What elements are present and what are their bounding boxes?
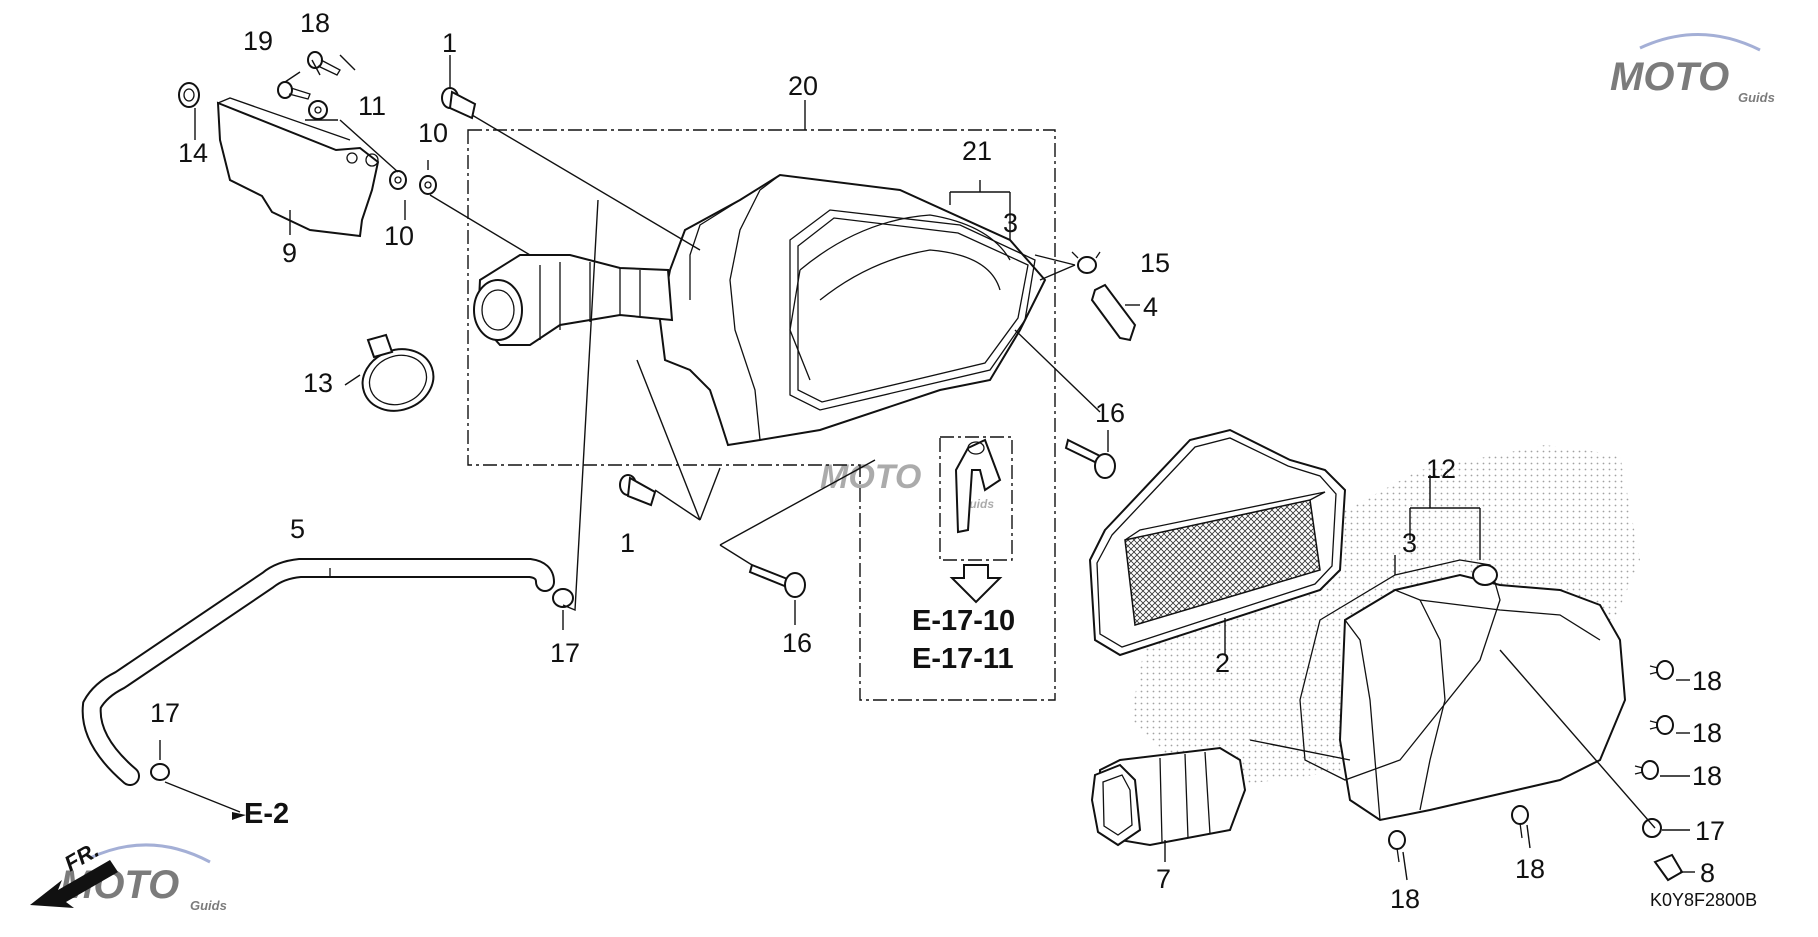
callout-17-right: 17	[1695, 816, 1725, 846]
callout-5: 5	[290, 514, 305, 544]
washer-part-10a	[389, 170, 407, 190]
screw-part-18-b	[1649, 715, 1674, 735]
intake-duct-part-7	[1090, 746, 1247, 847]
reference-e-17-10: E-17-10	[912, 605, 1015, 637]
clamp-part-17-left	[150, 763, 170, 781]
callout-3-upper: 3	[1003, 208, 1018, 238]
callout-18-c: 18	[1692, 761, 1722, 791]
callout-17-left: 17	[150, 698, 180, 728]
leader-lines	[159, 54, 1695, 881]
clamp-part-17-mid	[552, 588, 574, 608]
callout-18-top: 18	[300, 8, 330, 38]
callout-16-right: 16	[1095, 398, 1125, 428]
callout-12: 12	[1426, 454, 1456, 484]
callout-18-d: 18	[1515, 854, 1545, 884]
callout-4: 4	[1143, 292, 1158, 322]
watermark-top-right: MOTO Guids	[1610, 33, 1775, 105]
air-cleaner-cover-part-12	[1299, 559, 1627, 822]
callout-1-mid: 1	[620, 528, 635, 558]
svg-text:MOTO: MOTO	[1610, 55, 1729, 99]
air-cleaner-case-part-20	[658, 173, 1047, 447]
callout-9: 9	[282, 238, 297, 268]
callout-14: 14	[178, 138, 208, 168]
callout-18-b: 18	[1692, 718, 1722, 748]
diagram-code: K0Y8F2800B	[1650, 890, 1757, 910]
callout-7: 7	[1156, 864, 1171, 894]
grommet-part-14	[178, 82, 200, 108]
washer-part-10b	[419, 175, 437, 195]
callout-17-mid: 17	[550, 638, 580, 668]
clip-part-8	[1653, 853, 1684, 882]
screw-part-18-a	[1649, 660, 1674, 680]
callout-15: 15	[1140, 248, 1170, 278]
callout-8: 8	[1700, 858, 1715, 888]
reference-e-2: E-2	[244, 798, 289, 830]
washer-part-11	[308, 100, 328, 120]
pin-part-1-top	[441, 87, 477, 120]
callout-20: 20	[788, 71, 818, 101]
pin-part-1-mid	[619, 474, 657, 507]
callout-11: 11	[358, 91, 386, 121]
screw-part-18-d	[1511, 805, 1529, 839]
callout-18-a: 18	[1692, 666, 1722, 696]
svg-text:Guids: Guids	[1738, 90, 1775, 105]
bolt-part-19	[277, 81, 311, 100]
side-cover-part-9	[216, 101, 380, 238]
reference-arrow	[949, 564, 1003, 604]
clip-part-17-right	[1642, 818, 1662, 838]
callout-10-bottom: 10	[384, 221, 414, 251]
screw-part-18-c	[1634, 760, 1659, 780]
screw-part-18-top	[307, 51, 341, 76]
assembly-box-20	[467, 129, 1056, 701]
arrow-e-2	[232, 812, 246, 820]
svg-text:MOTO: MOTO	[820, 458, 921, 496]
callout-19: 19	[243, 26, 273, 56]
callout-1-top: 1	[442, 28, 457, 58]
clip-part-15	[1071, 251, 1101, 274]
clamp-part-13	[361, 333, 435, 412]
assembly-box-tube	[939, 436, 1013, 561]
reference-e-17-11: E-17-11	[912, 643, 1014, 675]
svg-text:Guids: Guids	[190, 898, 227, 913]
callouts: 1 1 2 3 3 4 5 7 8 9 10 10 11 12 13 14 15…	[150, 8, 1725, 914]
drain-tube	[954, 438, 1002, 534]
callout-10-top: 10	[418, 118, 448, 148]
bolt-part-16-right	[1064, 438, 1116, 479]
inlet-duct	[473, 254, 674, 346]
callout-16-mid: 16	[782, 628, 812, 658]
callout-3-lower: 3	[1402, 528, 1417, 558]
breather-hose-part-5	[81, 558, 555, 786]
callout-21: 21	[962, 136, 992, 166]
drain-plug-part-4	[1090, 283, 1137, 342]
screw-part-18-e	[1388, 830, 1406, 863]
bolt-part-16-mid	[748, 563, 806, 598]
callout-2: 2	[1215, 648, 1230, 678]
air-filter-element-part-2	[1088, 428, 1347, 657]
callout-18-e: 18	[1390, 884, 1420, 914]
callout-13: 13	[303, 368, 333, 398]
